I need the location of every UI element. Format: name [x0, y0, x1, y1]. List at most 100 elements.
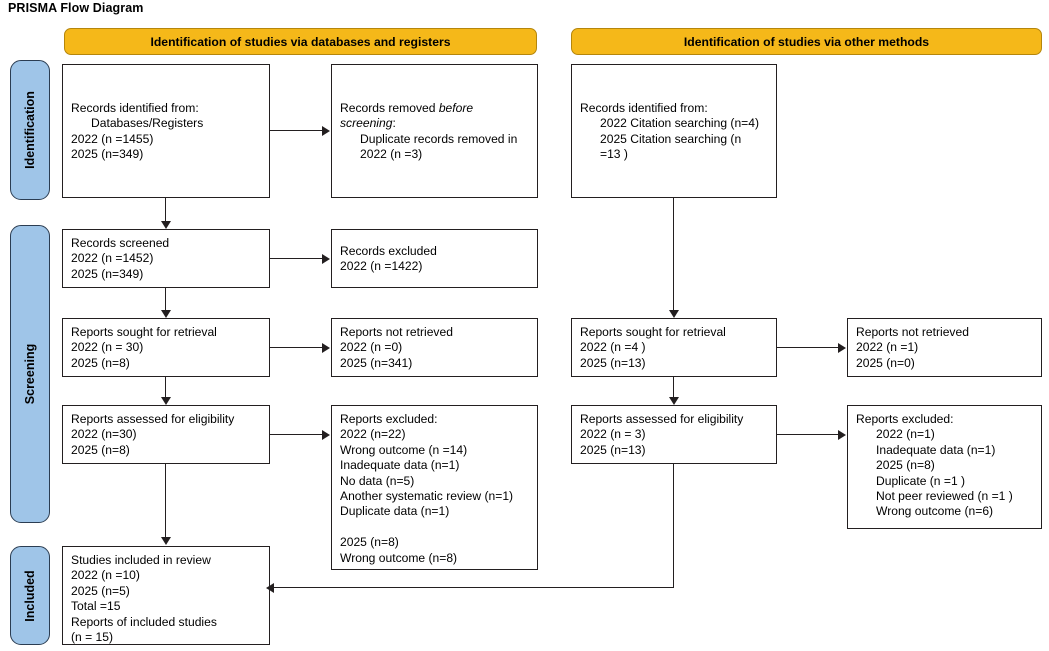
connector-screened-to-sought	[165, 288, 167, 311]
box-line: Records screened	[71, 236, 170, 250]
arrowhead-screened-to-sought	[161, 310, 171, 318]
box-line: Not peer reviewed (n =1 )	[876, 489, 1013, 504]
arrowhead-other-identified-to-sought	[669, 310, 679, 318]
box-line: Total =15	[71, 599, 121, 614]
stage-pill-included: Included	[10, 546, 50, 645]
box-line: 2022 Citation searching (n=4)	[600, 116, 759, 131]
connector-other-assessed-down	[673, 464, 675, 588]
connector-screened-to-excluded	[270, 258, 323, 260]
box-line: 2022 (n=30)	[71, 427, 137, 442]
box-line: Wrong outcome (n =14)	[340, 442, 468, 457]
box-line: Wrong outcome (n=8)	[340, 550, 458, 565]
connector-other-sought-to-not-retrieved	[777, 347, 838, 349]
box-line: 2025 (n=8)	[876, 458, 935, 473]
box-line: Reports not retrieved	[340, 325, 453, 339]
stage-pill-identification-label: Identification	[23, 91, 37, 169]
connector-assessed-to-included	[165, 464, 167, 538]
box-line: Records excluded	[340, 243, 437, 258]
box-line: Reports assessed for eligibility	[580, 412, 744, 426]
box-reports-excluded-databases: Reports excluded: 2022 (n=22) Wrong outc…	[331, 405, 538, 570]
box-line: 2025 (n=5)	[71, 583, 130, 598]
box-line: 2025 Citation searching (n	[600, 131, 742, 146]
box-line: 2025 (n=349)	[71, 266, 144, 281]
box-reports-excluded-other: Reports excluded: 2022 (n=1) Inadequate …	[847, 405, 1042, 529]
box-line: 2025 (n=8)	[340, 535, 399, 550]
page-title: PRISMA Flow Diagram	[8, 1, 144, 15]
box-line: screening:	[340, 116, 530, 131]
arrowhead-sought-to-not-retrieved	[322, 343, 330, 353]
connector-identified-to-removed	[270, 130, 323, 132]
box-line: Records removed before	[340, 101, 530, 116]
box-line-spacer	[340, 520, 530, 535]
box-line: 2025 (n=13)	[580, 355, 646, 370]
box-line: Reports of included studies	[71, 614, 217, 629]
box-line: 2022 (n = 3)	[580, 427, 646, 442]
box-line: Duplicate records removed in	[360, 131, 518, 146]
box-line: Databases/Registers	[91, 116, 204, 131]
connector-assessed-to-excluded	[270, 434, 323, 436]
arrowhead-identified-to-screened	[161, 221, 171, 229]
box-records-screened: Records screened 2022 (n =1452) 2025 (n=…	[62, 229, 270, 288]
box-line: 2025 (n=8)	[71, 442, 130, 457]
box-records-excluded: Records excluded 2022 (n =1422)	[331, 229, 538, 288]
section-header-other-methods-label: Identification of studies via other meth…	[683, 34, 930, 49]
connector-other-assessed-to-excluded	[777, 434, 838, 436]
box-line: 2022 (n =0)	[340, 340, 403, 355]
section-header-other-methods: Identification of studies via other meth…	[571, 28, 1042, 55]
box-line: 2022 (n =10)	[71, 568, 140, 583]
box-line-emphasis: screening	[340, 116, 393, 131]
box-line-text: :	[392, 116, 396, 131]
arrowhead-other-assessed-to-excluded	[838, 430, 846, 440]
box-line: No data (n=5)	[340, 473, 415, 488]
arrowhead-other-sought-to-assessed	[669, 397, 679, 405]
connector-sought-to-not-retrieved	[270, 347, 323, 349]
section-header-databases-label: Identification of studies via databases …	[150, 34, 451, 49]
box-line: (n = 15)	[71, 630, 114, 645]
box-line: Reports sought for retrieval	[71, 325, 217, 339]
box-line-text: Records removed	[340, 100, 439, 115]
box-line-emphasis: before	[438, 100, 474, 115]
box-line: Another systematic review (n=1)	[340, 489, 514, 504]
connector-sought-to-assessed	[165, 377, 167, 398]
box-reports-sought-other: Reports sought for retrieval 2022 (n =4 …	[571, 318, 777, 377]
box-line: =13 )	[600, 146, 628, 161]
box-line: 2022 (n =1422)	[340, 259, 423, 273]
box-reports-not-retrieved-databases: Reports not retrieved 2022 (n =0) 2025 (…	[331, 318, 538, 377]
box-line: Wrong outcome (n=6)	[876, 504, 994, 519]
box-line: 2022 (n =1452)	[71, 251, 154, 266]
box-records-identified-databases: Records identified from: Databases/Regis…	[62, 64, 270, 198]
box-line: Reports sought for retrieval	[580, 325, 726, 339]
box-line: 2025 (n=341)	[340, 355, 413, 370]
box-line: Reports not retrieved	[856, 325, 969, 339]
arrowhead-assessed-to-excluded	[322, 430, 330, 440]
box-reports-not-retrieved-other: Reports not retrieved 2022 (n =1) 2025 (…	[847, 318, 1042, 377]
box-reports-assessed-other: Reports assessed for eligibility 2022 (n…	[571, 405, 777, 464]
box-line: 2022 (n =1455)	[71, 131, 154, 146]
connector-other-sought-to-assessed	[673, 377, 675, 398]
box-line: 2022 (n =4 )	[580, 340, 646, 355]
arrowhead-identified-to-removed	[322, 126, 330, 136]
box-line: 2022 (n = 30)	[71, 340, 144, 355]
stage-pill-included-label: Included	[23, 569, 37, 622]
box-line: 2022 (n=22)	[340, 427, 406, 442]
arrowhead-other-sought-to-not-retrieved	[838, 343, 846, 353]
box-line: Studies included in review	[71, 553, 211, 567]
box-line: Duplicate data (n=1)	[340, 504, 450, 519]
box-line: 2022 (n =3)	[360, 146, 423, 161]
box-line: 2025 (n=8)	[71, 355, 130, 370]
box-line: 2022 (n=1)	[876, 427, 935, 442]
connector-other-to-included	[274, 587, 674, 589]
arrowhead-sought-to-assessed	[161, 397, 171, 405]
connector-identified-to-screened	[165, 198, 167, 222]
arrowhead-assessed-to-included	[161, 537, 171, 545]
connector-other-identified-to-sought	[673, 198, 675, 311]
box-line: Reports assessed for eligibility	[71, 412, 235, 426]
stage-pill-screening: Screening	[10, 225, 50, 523]
stage-pill-identification: Identification	[10, 60, 50, 200]
box-records-removed-before-screening: Records removed before screening: Duplic…	[331, 64, 538, 198]
stage-pill-screening-label: Screening	[23, 343, 37, 405]
box-line: Inadequate data (n=1)	[876, 442, 996, 457]
arrowhead-other-to-included	[266, 583, 274, 593]
section-header-databases: Identification of studies via databases …	[64, 28, 537, 55]
